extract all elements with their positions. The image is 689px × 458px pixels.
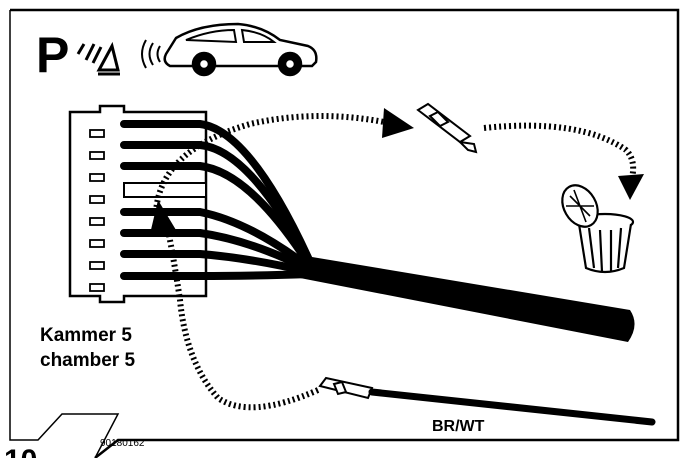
frame-border [10,8,680,458]
terminal-pin-icon [416,102,478,154]
parking-sensor-icon [76,41,120,76]
new-wire [368,388,656,426]
harness-wires [120,120,314,280]
remove-arrow [153,113,395,213]
wire-color-label: BR/WT [432,418,485,435]
chamber-label-de: Kammer 5 [40,325,132,346]
parking-symbol: P [36,27,69,83]
signal-waves-icon [141,39,161,69]
trash-can-icon [561,184,635,274]
chamber-5-slot [123,182,207,198]
part-number: 90180162 [100,438,145,449]
chamber-label-en: chamber 5 [40,350,135,371]
frame-corner [9,10,120,458]
car-icon [163,22,318,77]
discard-arrowhead [618,174,644,200]
page-number: 10 [4,444,37,458]
new-terminal-icon [318,376,374,400]
discard-arrow [483,122,637,179]
insert-arrowhead [150,200,176,234]
harness-bundle [300,255,635,342]
remove-arrowhead [382,108,414,138]
connector-slots [89,129,105,292]
